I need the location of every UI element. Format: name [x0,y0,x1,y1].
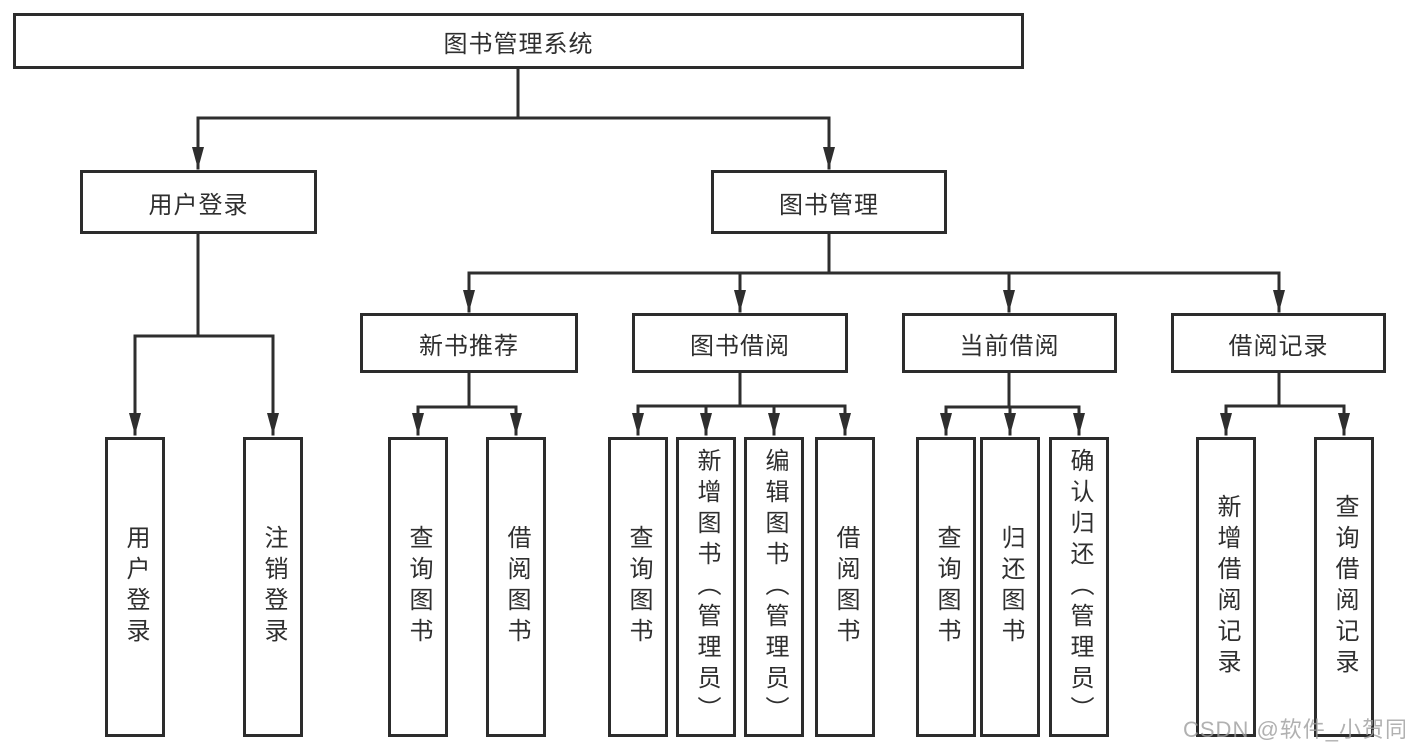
node-book-management: 图书管理 [711,170,947,234]
leaf-return-books-label: 归还图书 [997,525,1024,649]
leaf-query-borrow-record: 查询借阅记录 [1314,437,1374,737]
leaf-edit-books-admin: 编辑图书（管理员） [744,437,804,737]
leaf-query-books-current-label: 查询图书 [933,525,960,649]
leaf-query-books-current: 查询图书 [916,437,976,737]
leaf-add-borrow-record-label: 新增借阅记录 [1213,494,1240,680]
leaf-confirm-return-admin: 确认归还（管理员） [1049,437,1109,737]
node-borrow-records: 借阅记录 [1171,313,1386,373]
node-user-login: 用户登录 [80,170,317,234]
watermark: CSDN @软件_小贺同学 [1183,717,1405,742]
leaf-borrow-books-label: 借阅图书 [832,525,859,649]
leaf-add-books-admin-label: 新增图书（管理员） [693,447,720,727]
node-current-borrow: 当前借阅 [902,313,1117,373]
node-library-management-system: 图书管理系统 [13,13,1024,69]
leaf-user-login-label: 用户登录 [122,525,149,649]
leaf-borrow-books: 借阅图书 [815,437,875,737]
leaf-query-books-borrow: 查询图书 [608,437,668,737]
leaf-user-login: 用户登录 [105,437,165,737]
leaf-confirm-return-admin-label: 确认归还（管理员） [1066,447,1093,727]
leaf-query-books-recommend: 查询图书 [388,437,448,737]
node-new-book-recommend: 新书推荐 [360,313,578,373]
leaf-add-books-admin: 新增图书（管理员） [676,437,736,737]
leaf-borrow-books-recommend: 借阅图书 [486,437,546,737]
leaf-query-borrow-record-label: 查询借阅记录 [1331,494,1358,680]
leaf-query-books-recommend-label: 查询图书 [405,525,432,649]
leaf-add-borrow-record: 新增借阅记录 [1196,437,1256,737]
node-book-borrow: 图书借阅 [632,313,848,373]
leaf-logout: 注销登录 [243,437,303,737]
leaf-query-books-borrow-label: 查询图书 [625,525,652,649]
leaf-return-books: 归还图书 [980,437,1040,737]
leaf-logout-label: 注销登录 [260,525,287,649]
leaf-borrow-books-recommend-label: 借阅图书 [503,525,530,649]
leaf-edit-books-admin-label: 编辑图书（管理员） [761,447,788,727]
